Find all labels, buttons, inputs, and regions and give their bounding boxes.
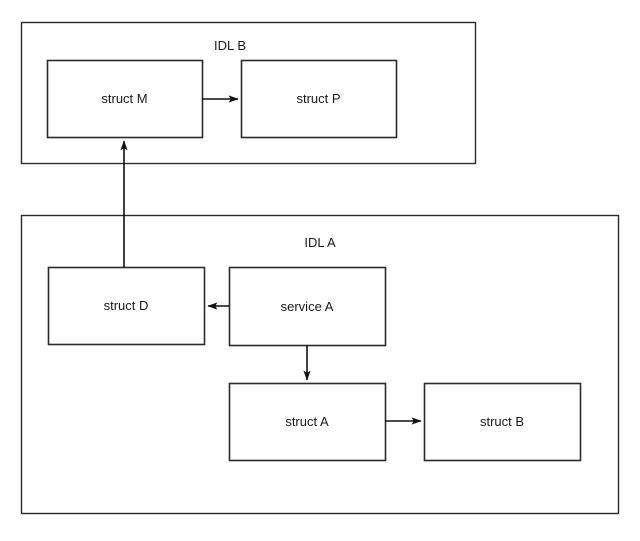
node-box-struct-p[interactable]: [240, 59, 398, 139]
group-box-idl-a: [20, 214, 620, 515]
group-container-rects: [20, 21, 620, 515]
edge-connectors: [120, 95, 422, 425]
node-box-service-a[interactable]: [228, 266, 387, 347]
node-rects: [46, 59, 582, 462]
node-box-struct-m[interactable]: [46, 59, 204, 139]
node-box-struct-a[interactable]: [228, 382, 387, 462]
node-box-struct-d[interactable]: [47, 266, 206, 346]
node-box-struct-b[interactable]: [423, 382, 582, 462]
